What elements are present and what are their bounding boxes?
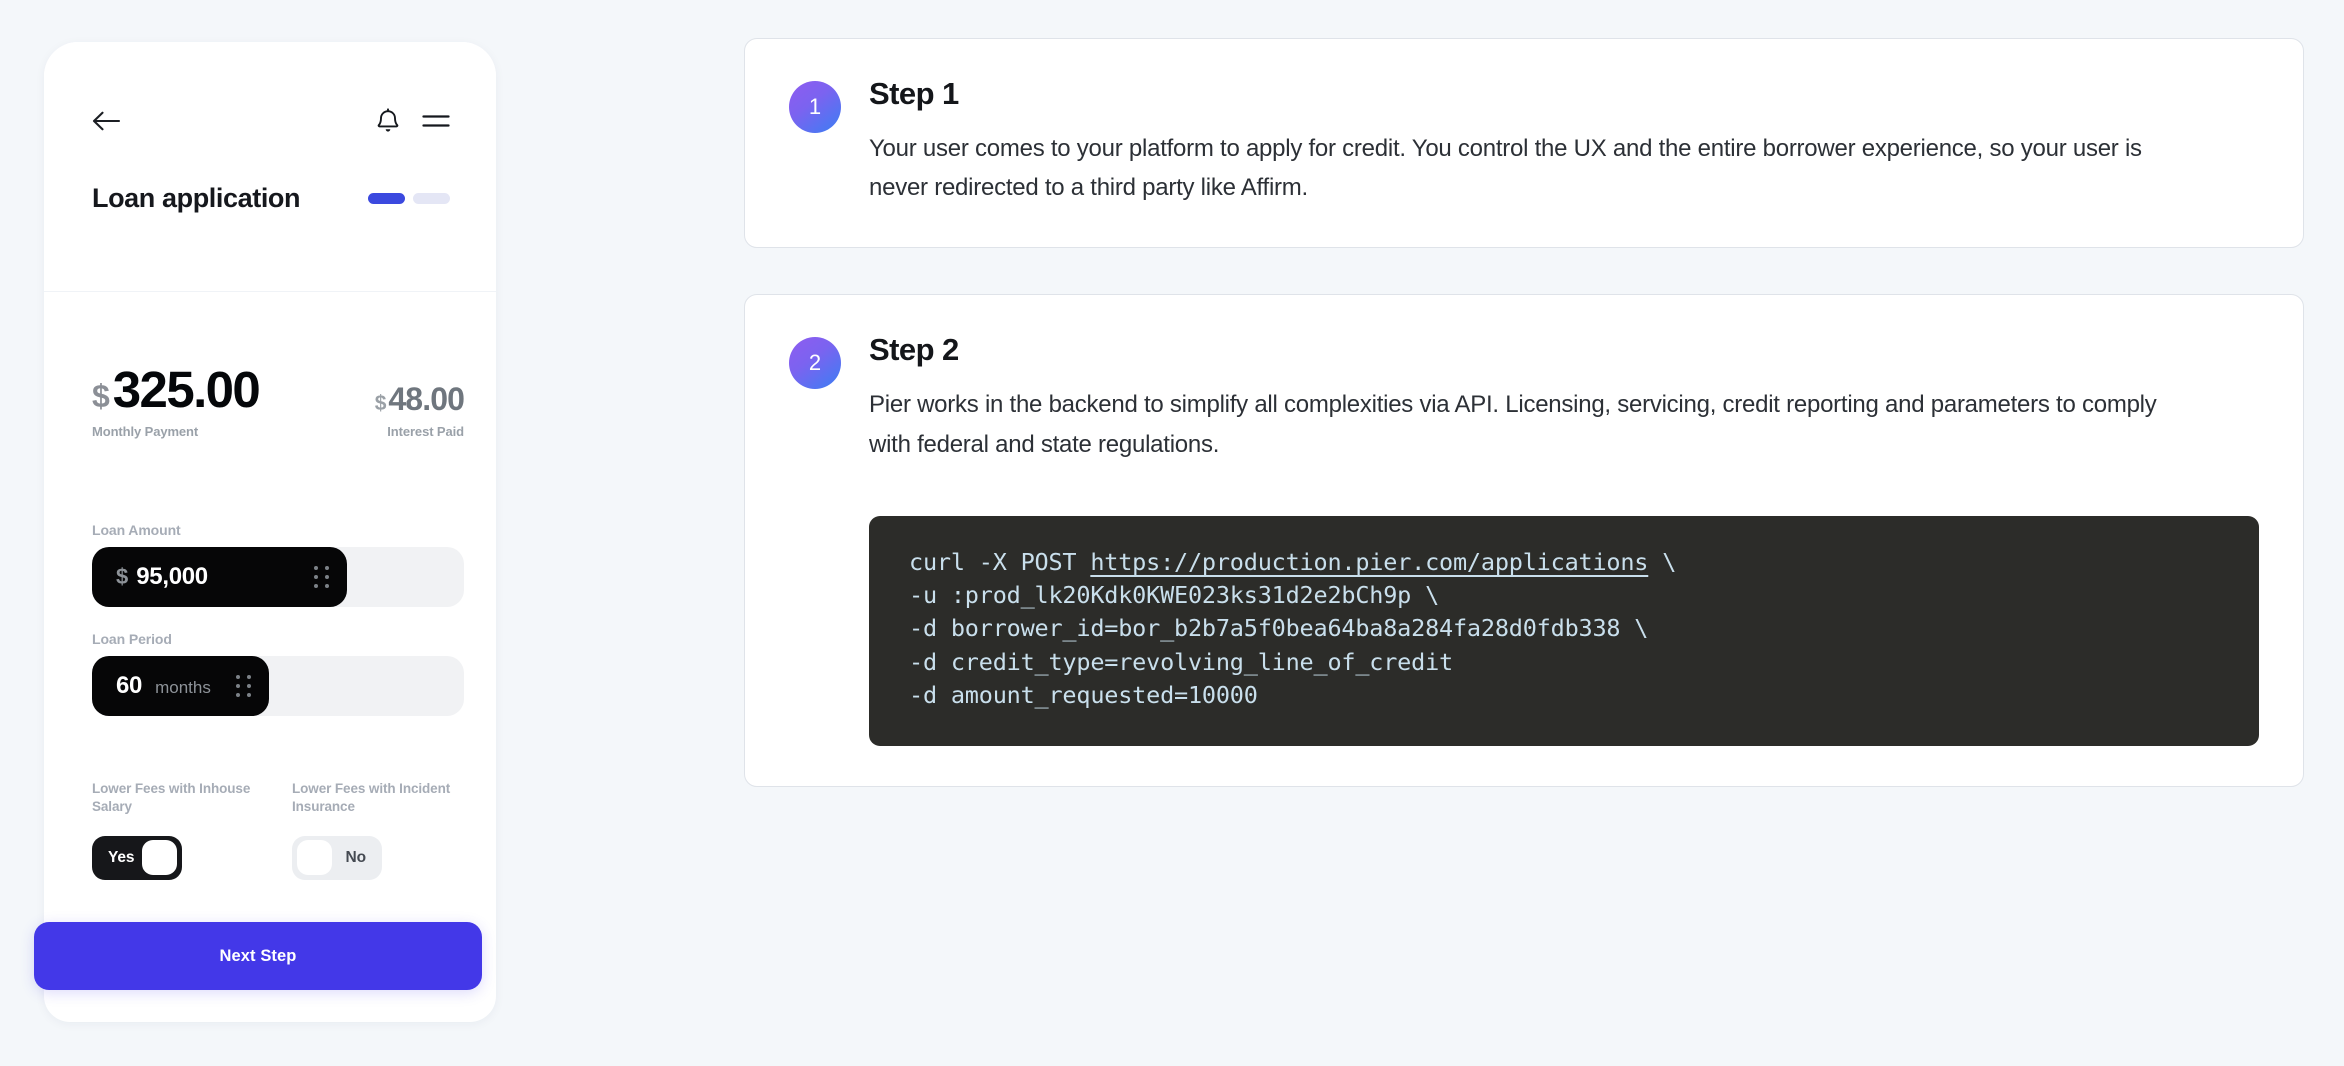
- page-title: Loan application: [92, 183, 301, 213]
- step-content: Step 1 Your user comes to your platform …: [869, 76, 2259, 207]
- steps-column: 1 Step 1 Your user comes to your platfor…: [744, 38, 2304, 788]
- monthly-payment-value: $ 325.00: [92, 361, 261, 418]
- phone-topbar-actions: [377, 108, 450, 134]
- step-content: Step 2 Pier works in the backend to simp…: [869, 332, 2259, 747]
- code-line-suffix: \: [1648, 547, 1677, 576]
- loan-period-value: 60: [116, 672, 143, 699]
- interest-paid-value: $ 48.00: [374, 381, 465, 417]
- incident-insurance-label: Lower Fees with Incident Insurance: [292, 781, 451, 815]
- phone-topbar: [92, 104, 450, 138]
- code-line-prefix: curl -X POST: [909, 547, 1091, 576]
- interest-paid-amount: 48.00: [388, 381, 464, 417]
- phone-mockup: Loan application $ 325.00 Monthly Paymen…: [34, 42, 496, 1022]
- monthly-payment-block: $ 325.00 Monthly Payment: [92, 361, 261, 439]
- code-block[interactable]: curl -X POST https://production.pier.com…: [869, 515, 2259, 747]
- loan-amount-value: 95,000: [136, 563, 208, 590]
- loan-period-unit: months: [155, 678, 211, 697]
- step-number-badge: 1: [789, 81, 841, 133]
- toggle-knob: [297, 840, 332, 876]
- code-line-2: -u :prod_lk20Kdk0KWE023ks31d2e2bCh9p \: [909, 579, 2219, 612]
- step-number-badge: 2: [789, 337, 841, 390]
- step-number: 2: [808, 350, 822, 376]
- step-heading: Step 2: [869, 332, 959, 368]
- step-card-1: 1 Step 1 Your user comes to your platfor…: [744, 38, 2304, 249]
- incident-insurance-toggle[interactable]: No: [292, 835, 382, 880]
- code-line-prefix: -d amount_requested=10000: [909, 681, 1258, 710]
- loan-period-display: 60 months: [116, 672, 211, 700]
- progress-indicator: [368, 193, 450, 204]
- loan-amount-display: $ 95,000: [116, 563, 208, 591]
- inhouse-salary-toggle-group: Lower Fees with Inhouse Salary Yes: [92, 780, 264, 880]
- currency-symbol: $: [92, 378, 110, 414]
- toggle-group: Lower Fees with Inhouse Salary Yes Lower…: [92, 780, 464, 880]
- incident-insurance-state: No: [345, 848, 367, 866]
- phone-header: Loan application: [44, 42, 496, 292]
- step-card-2: 2 Step 2 Pier works in the backend to si…: [744, 294, 2304, 788]
- api-endpoint-url[interactable]: https://production.pier.com/applications: [1090, 547, 1649, 576]
- step-description: Pier works in the backend to simplify al…: [869, 391, 2157, 458]
- code-line-5: -d amount_requested=10000: [909, 679, 2219, 712]
- incident-insurance-toggle-group: Lower Fees with Incident Insurance No: [292, 780, 464, 880]
- drag-grip-icon[interactable]: [314, 566, 329, 588]
- code-line-3: -d borrower_id=bor_b2b7a5f0bea64ba8a284f…: [909, 612, 2219, 645]
- loan-amount-label: Loan Amount: [92, 522, 181, 538]
- inhouse-salary-state: Yes: [108, 848, 135, 866]
- drag-grip-icon[interactable]: [236, 675, 251, 697]
- currency-symbol: $: [116, 564, 129, 589]
- progress-segment-2: [413, 193, 450, 204]
- monthly-payment-label: Monthly Payment: [92, 424, 199, 439]
- inhouse-salary-label: Lower Fees with Inhouse Salary: [92, 781, 251, 815]
- code-line-1: curl -X POST https://production.pier.com…: [909, 546, 2219, 579]
- interest-paid-label: Interest Paid: [387, 424, 464, 439]
- bell-icon[interactable]: [377, 108, 399, 134]
- back-arrow-icon[interactable]: [92, 106, 126, 136]
- phone-screen: Loan application $ 325.00 Monthly Paymen…: [44, 42, 496, 1022]
- next-step-label: Next Step: [219, 946, 297, 965]
- loan-amount-slider-fill[interactable]: $ 95,000: [92, 547, 347, 607]
- code-line-prefix: -u :prod_lk20Kdk0KWE023ks31d2e2bCh9p \: [909, 580, 1440, 609]
- loan-period-slider-fill[interactable]: 60 months: [92, 656, 269, 716]
- monthly-payment-amount: 325.00: [112, 361, 261, 418]
- code-line-prefix: -d credit_type=revolving_line_of_credit: [909, 647, 1453, 676]
- code-line-prefix: -d borrower_id=bor_b2b7a5f0bea64ba8a284f…: [909, 614, 1649, 643]
- code-line-4: -d credit_type=revolving_line_of_credit: [909, 646, 2219, 679]
- currency-symbol: $: [374, 392, 387, 415]
- next-step-button[interactable]: Next Step: [34, 922, 482, 990]
- progress-segment-1: [368, 193, 405, 204]
- step-heading: Step 1: [869, 76, 959, 111]
- amount-summary: $ 325.00 Monthly Payment $ 48.00 Interes…: [92, 361, 465, 439]
- loan-period-label: Loan Period: [92, 631, 172, 647]
- loan-amount-slider[interactable]: $ 95,000: [92, 547, 464, 607]
- interest-paid-block: $ 48.00 Interest Paid: [374, 381, 465, 439]
- toggle-knob: [142, 840, 177, 876]
- phone-title-row: Loan application: [92, 185, 450, 212]
- step-number: 1: [808, 94, 822, 119]
- inhouse-salary-toggle[interactable]: Yes: [92, 835, 182, 880]
- loan-period-slider[interactable]: 60 months: [92, 656, 464, 716]
- hamburger-menu-icon[interactable]: [422, 112, 450, 130]
- step-description: Your user comes to your platform to appl…: [869, 135, 2142, 202]
